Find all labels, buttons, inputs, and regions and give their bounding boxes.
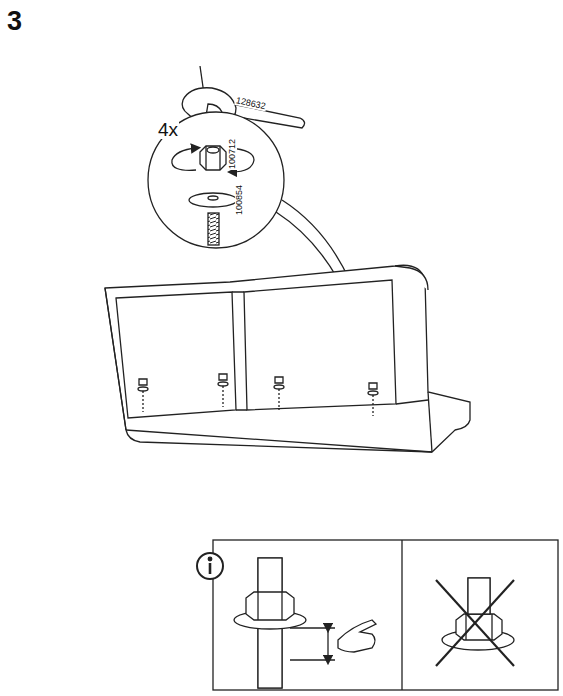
rotation-arrow — [172, 148, 196, 170]
detail-circle — [148, 112, 284, 248]
hex-nut — [200, 146, 226, 170]
step-number: 3 — [6, 8, 23, 35]
sofa-frame — [105, 265, 470, 452]
frame-bolts — [138, 374, 378, 416]
quantity: 4x — [157, 120, 179, 139]
info-box — [197, 540, 558, 690]
part-number: 100854 — [235, 184, 244, 216]
bolt-thread — [208, 213, 219, 245]
pointing-hand — [338, 620, 376, 652]
correct-bolt-detail — [234, 558, 376, 688]
part-number: 100712 — [228, 138, 237, 170]
washer — [189, 193, 237, 207]
wrong-bolt-detail — [436, 578, 514, 666]
